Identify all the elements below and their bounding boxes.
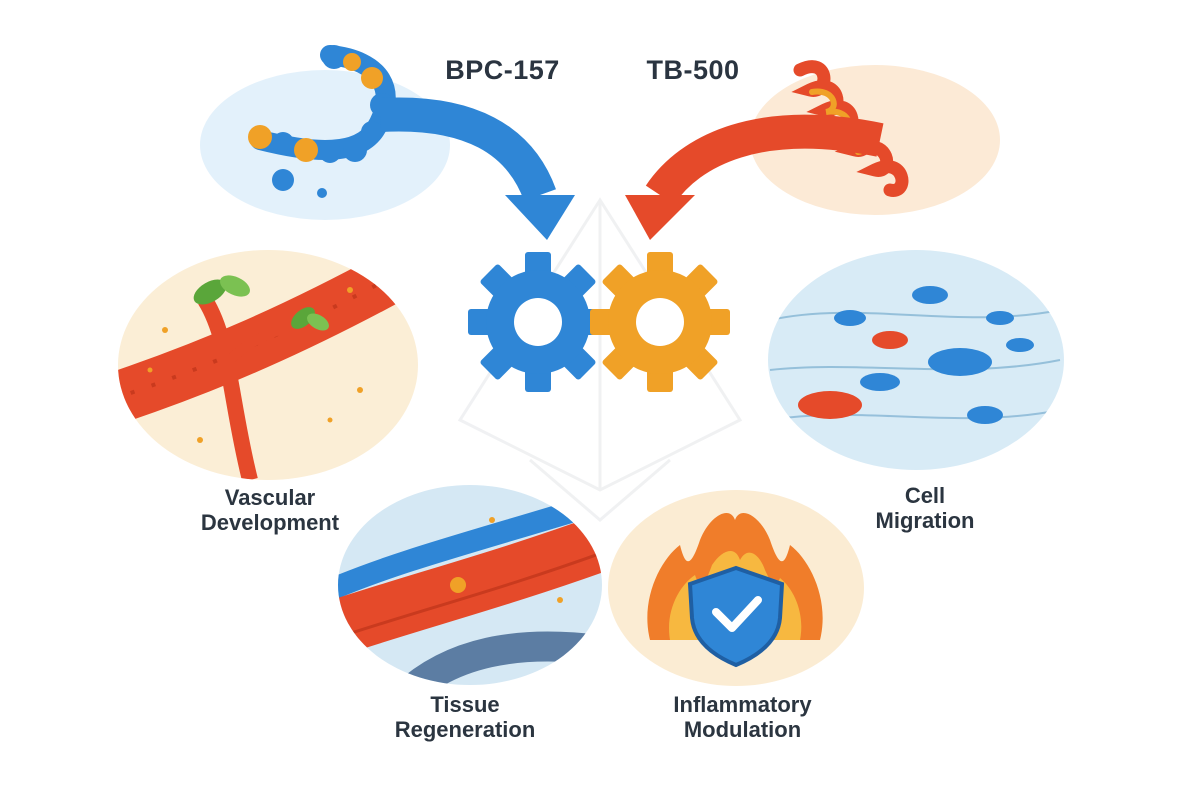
cell-migration-line2: Migration: [875, 508, 975, 534]
inflammatory-modulation-line2: Modulation: [683, 717, 802, 743]
vascular-development-line1: Vascular: [224, 485, 316, 510]
cell-migration-label: Cell Migration: [860, 483, 990, 534]
vascular-development-line2: Development: [200, 510, 340, 536]
orange-gear-icon: [590, 252, 730, 392]
tb-500-label: TB-500: [646, 55, 740, 85]
tb-500-arrow: [625, 114, 884, 240]
inflammatory-modulation-illustration: [608, 490, 864, 686]
bpc-157-arrow: [379, 97, 575, 240]
bpc-157-label: BPC-157: [445, 55, 560, 85]
cell-migration-illustration: [768, 250, 1064, 470]
bpc-157-molecule-illustration: [200, 45, 450, 220]
vascular-development-label: Vascular Development: [170, 485, 370, 536]
blue-gear-icon: [468, 252, 608, 392]
vascular-development-illustration: [118, 250, 418, 480]
cell-migration-line1: Cell: [904, 483, 946, 508]
tissue-regeneration-line2: Regeneration: [394, 717, 536, 743]
inflammatory-modulation-label: Inflammatory Modulation: [655, 692, 830, 743]
tissue-regeneration-illustration: [338, 485, 602, 685]
tissue-regeneration-line1: Tissue: [430, 692, 500, 717]
inflammatory-modulation-line1: Inflammatory: [673, 692, 812, 717]
tissue-regeneration-label: Tissue Regeneration: [375, 692, 555, 743]
